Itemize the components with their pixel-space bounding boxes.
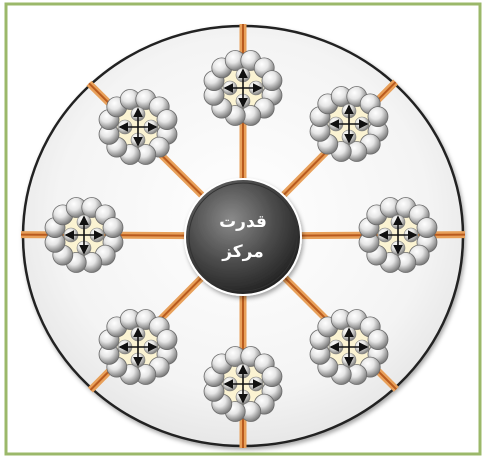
sphere [368, 330, 388, 350]
sphere [262, 367, 282, 387]
atom-cluster [99, 309, 177, 384]
sphere [417, 218, 437, 238]
sphere [103, 218, 123, 238]
atom-cluster [204, 50, 282, 125]
atom-cluster [204, 346, 282, 421]
atom-cluster [99, 89, 177, 164]
sphere [157, 110, 177, 130]
atom-cluster [45, 197, 123, 272]
atom-cluster [310, 86, 388, 161]
center-label-line2: مرکز [221, 242, 264, 262]
sphere [157, 330, 177, 350]
sphere [262, 71, 282, 91]
sphere [368, 107, 388, 127]
atom-cluster [310, 309, 388, 384]
atom-cluster [359, 197, 437, 272]
center-label-line1: قدرت [219, 212, 267, 232]
center-hub [185, 179, 301, 295]
